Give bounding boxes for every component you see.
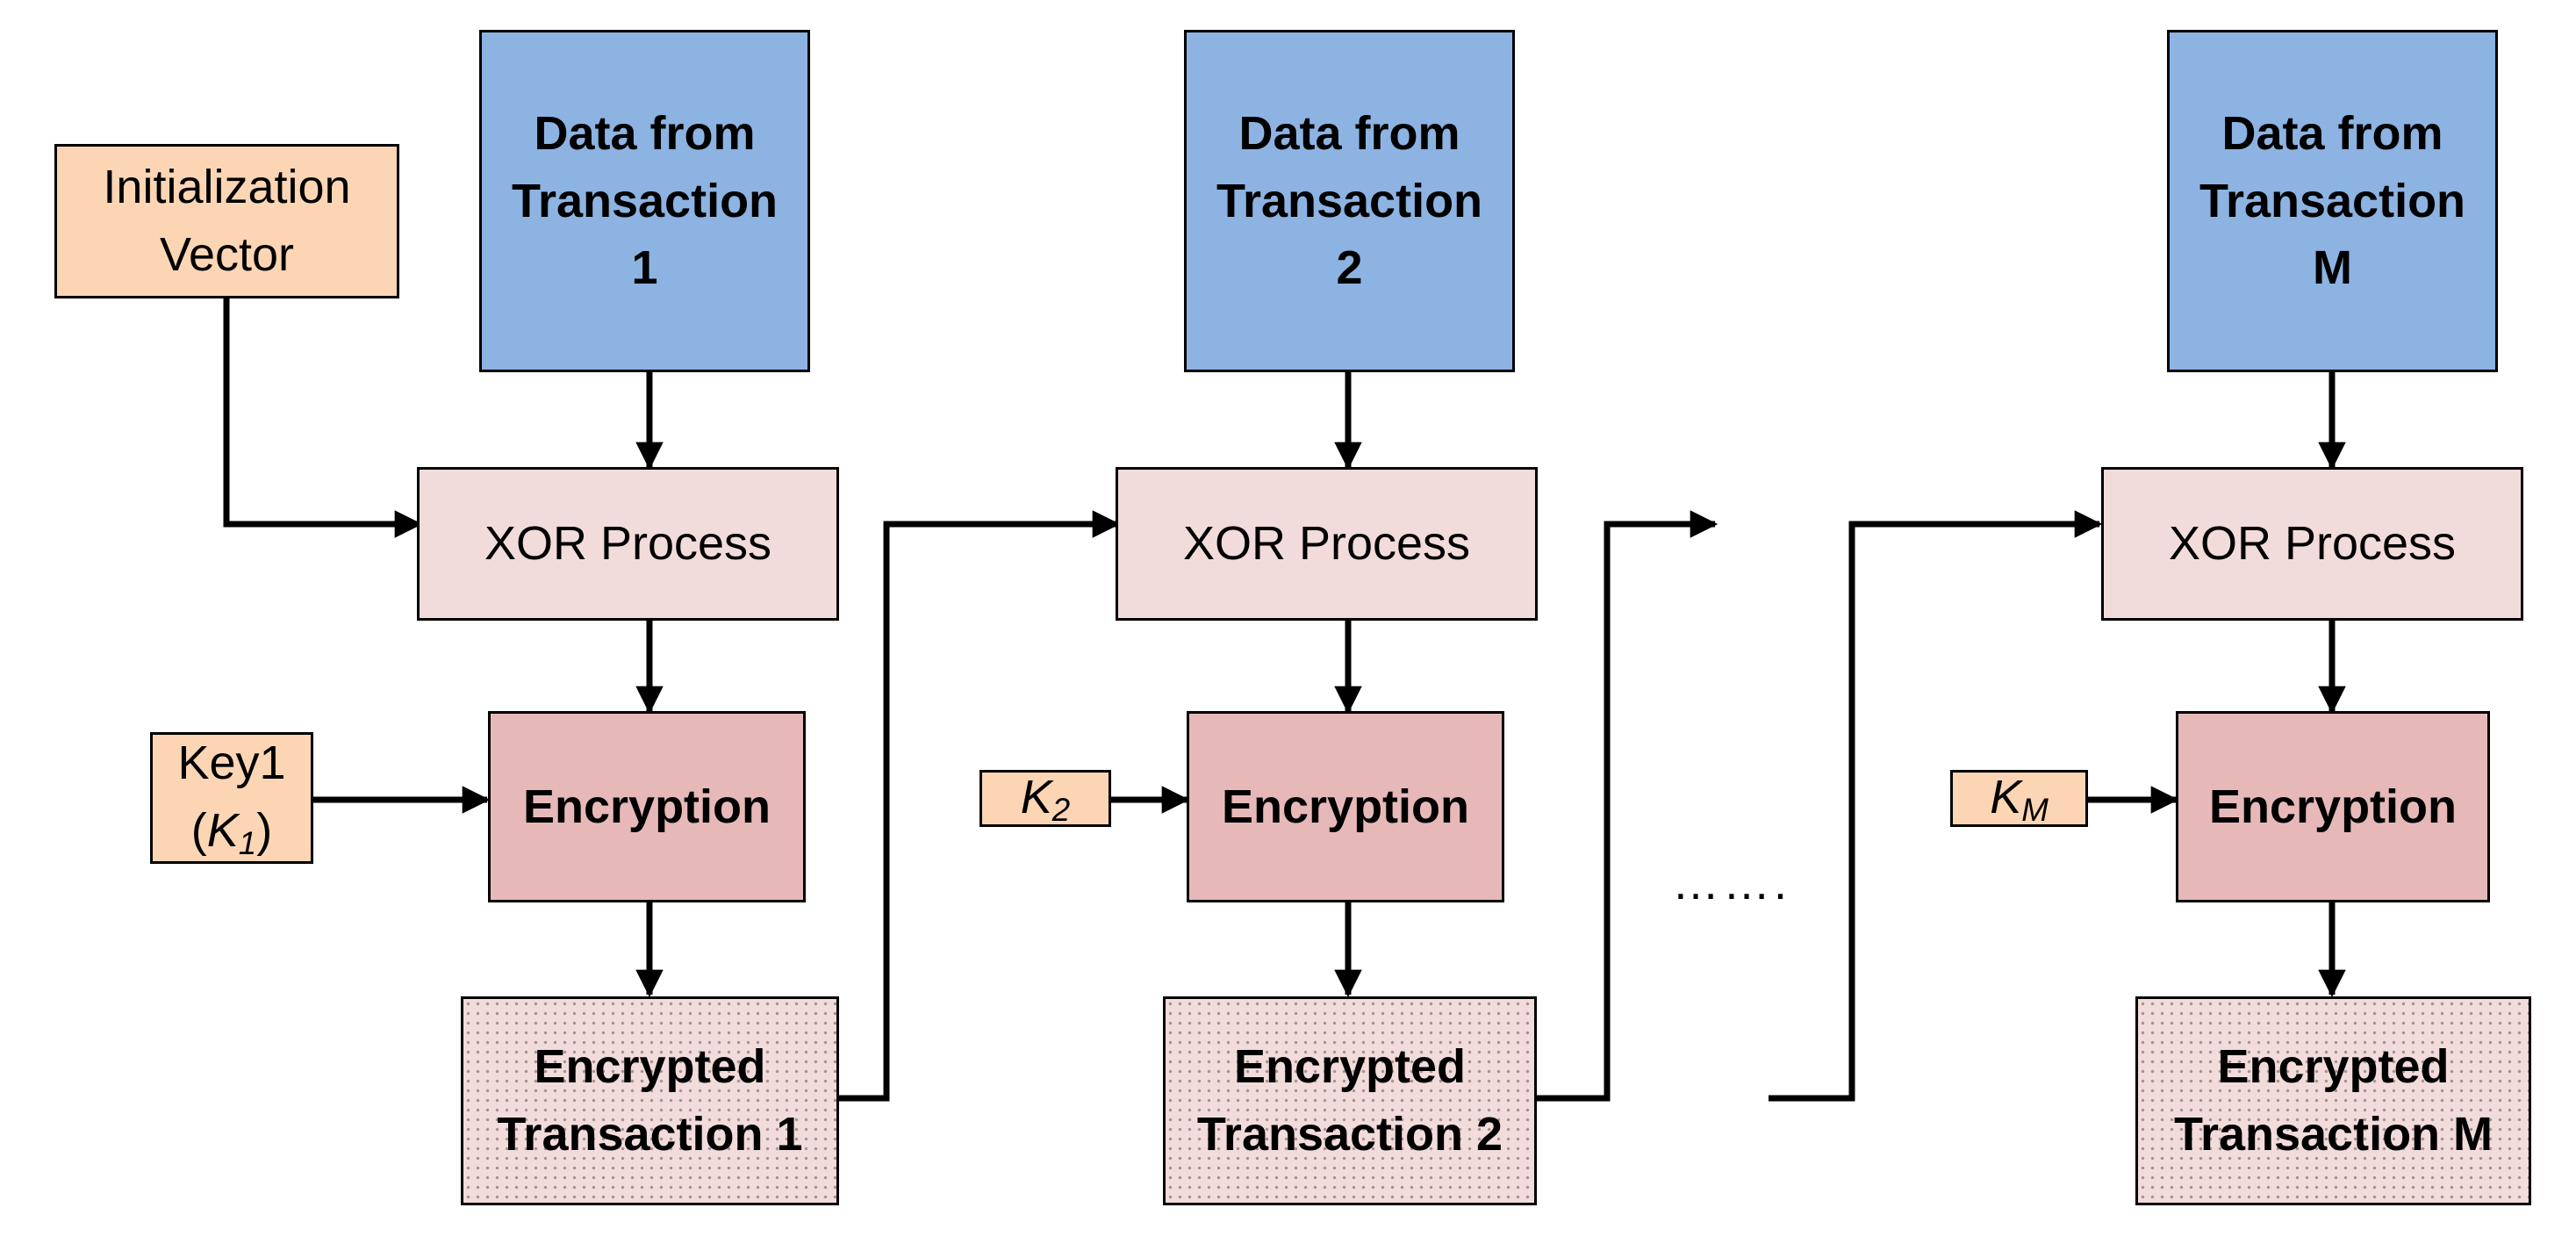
out2-line2: Transaction 2 [1196, 1108, 1503, 1161]
outM-line2: Transaction M [2173, 1108, 2493, 1161]
dataM-line3: M [2313, 241, 2352, 295]
xor-process-1-box: XOR Process [417, 467, 839, 621]
key1-box: Key1 (K1) [150, 732, 313, 864]
xor-process-m-box: XOR Process [2101, 467, 2523, 621]
data2-line1: Data from [1238, 106, 1460, 160]
iv-line2: Vector [159, 228, 295, 281]
data2-line2: Transaction [1216, 174, 1483, 227]
enc2-label: Encryption [1221, 780, 1470, 833]
encrypted-transaction-1-box: Encrypted Transaction 1 [461, 996, 839, 1205]
key1-label: Key1 [177, 737, 286, 790]
xor1-label: XOR Process [484, 517, 772, 571]
enc1-label: Encryption [522, 780, 771, 833]
xor-process-2-box: XOR Process [1116, 467, 1538, 621]
out1-to-xor2-arrow [836, 510, 1121, 1102]
data-transaction-2-box: Data from Transaction 2 [1184, 30, 1515, 372]
keyM-symbol-line: KM [1990, 770, 2049, 829]
encryption-m-box: Encryption [2176, 711, 2490, 902]
encrypted-transaction-2-box: Encrypted Transaction 2 [1163, 996, 1537, 1205]
data1-line1: Data from [534, 106, 756, 160]
data1-line2: Transaction [511, 174, 779, 227]
outM-line1: Encrypted [2217, 1040, 2450, 1094]
data1-line3: 1 [631, 241, 658, 295]
out2-continuation-arrow [1534, 510, 1719, 1102]
encrypted-transaction-m-box: Encrypted Transaction M [2135, 996, 2531, 1205]
iv-to-xor1-arrow [223, 296, 423, 538]
incoming-to-xorM-arrow [1769, 510, 2103, 1102]
keyM-box: KM [1950, 770, 2088, 828]
data-transaction-1-box: Data from Transaction 1 [479, 30, 810, 372]
key2-box: K2 [979, 770, 1111, 828]
key2-symbol-line: K2 [1020, 770, 1071, 829]
key1-symbol-line: (K1) [190, 803, 273, 861]
encryption-2-box: Encryption [1187, 711, 1504, 902]
ellipsis: ……. [1672, 857, 1791, 909]
dataM-line2: Transaction [2199, 174, 2466, 227]
out1-line2: Transaction 1 [497, 1108, 803, 1161]
xorM-label: XOR Process [2168, 517, 2457, 571]
encryption-1-box: Encryption [488, 711, 806, 902]
encM-label: Encryption [2208, 780, 2458, 833]
out1-line1: Encrypted [534, 1040, 766, 1094]
out2-line1: Encrypted [1233, 1040, 1467, 1094]
initialization-vector-box: Initialization Vector [54, 144, 399, 298]
iv-line1: Initialization [103, 161, 351, 214]
dataM-line1: Data from [2221, 106, 2443, 160]
data-transaction-m-box: Data from Transaction M [2167, 30, 2498, 372]
xor2-label: XOR Process [1182, 517, 1471, 571]
data2-line3: 2 [1336, 241, 1363, 295]
